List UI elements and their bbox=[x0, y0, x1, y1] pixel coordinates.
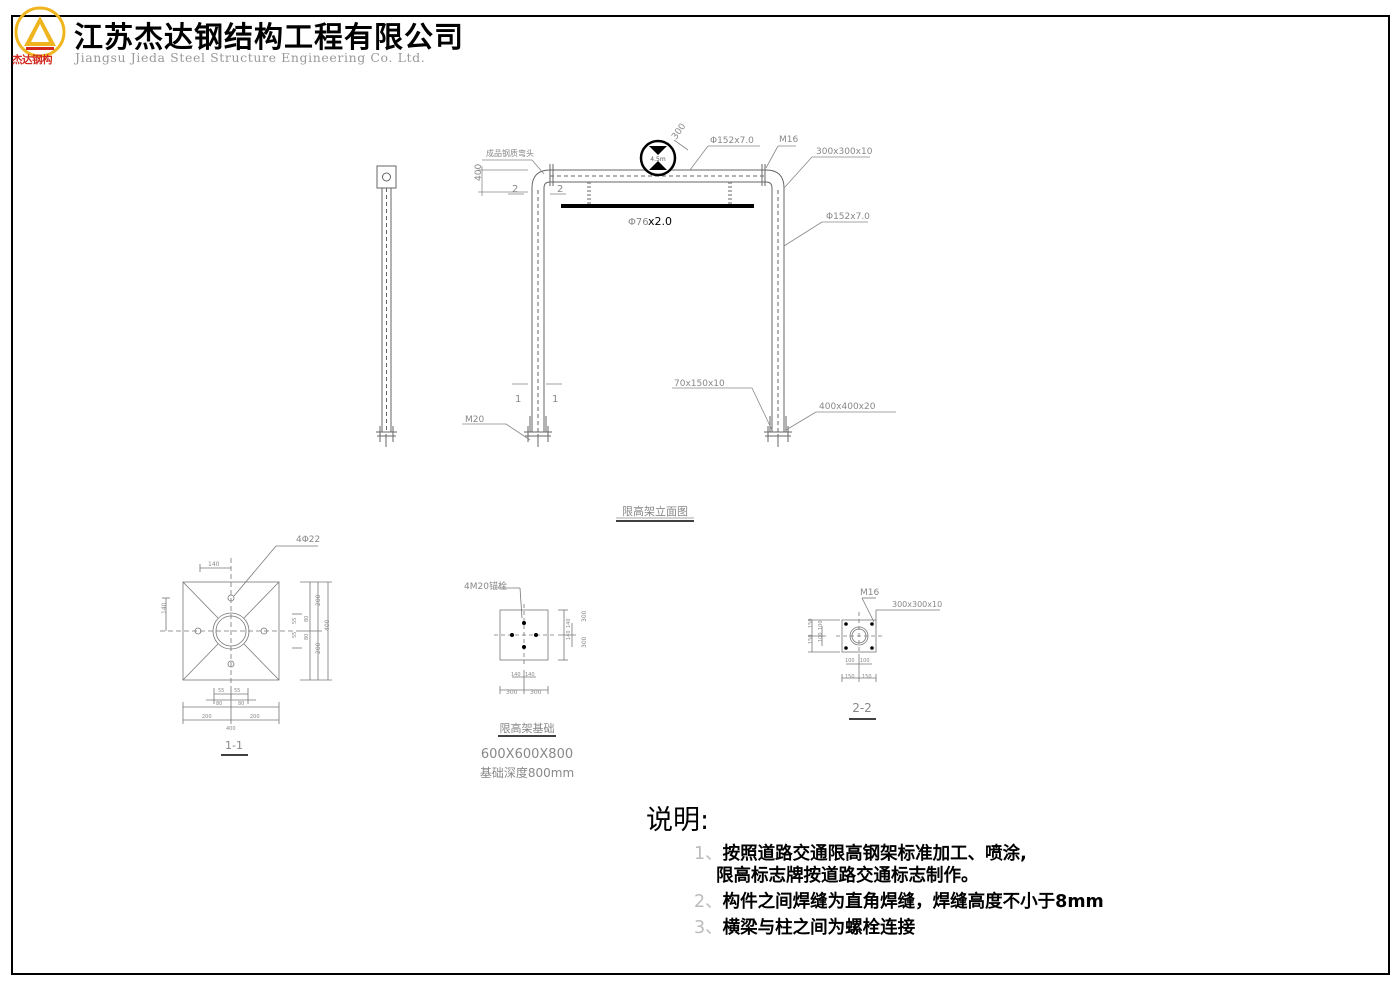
company-name-en: Jiangsu Jieda Steel Structure Engineerin… bbox=[75, 50, 426, 65]
note-1: 1、按照道路交通限高钢架标准加工、喷涂, bbox=[694, 840, 1027, 865]
label-bend-joint: 成品钢质弯头 bbox=[486, 148, 534, 158]
dim-300: 300 bbox=[670, 122, 688, 142]
dim-r-80b: 80 bbox=[304, 634, 310, 640]
label-bolt-top: M16 bbox=[779, 135, 798, 145]
elevation-title: 限高架立面图 bbox=[622, 504, 688, 518]
note-1-text: 按照道路交通限高钢架标准加工、喷涂, bbox=[722, 844, 1027, 864]
foundation-depth: 基础深度800mm bbox=[480, 765, 574, 780]
side-column bbox=[376, 165, 397, 447]
dim-r-80a: 80 bbox=[304, 616, 310, 622]
section-2-labels: M16 300x300x10 150 150 100 100 100 100 1… bbox=[808, 588, 942, 715]
section-mark-1a: 1 bbox=[515, 394, 521, 405]
dim-r-200a: 200 bbox=[315, 594, 322, 606]
dim-f-b-300a: 300 bbox=[506, 689, 518, 696]
label-hole: 4Φ22 bbox=[296, 535, 320, 545]
note-1-num: 1、 bbox=[694, 844, 723, 864]
dim-b-200a: 200 bbox=[202, 714, 212, 720]
section-1-plate bbox=[160, 545, 332, 724]
section-2-title: 2-2 bbox=[852, 701, 872, 715]
elevation-leaders bbox=[462, 139, 896, 441]
dim-b-80a: 80 bbox=[216, 701, 222, 707]
dim-b-400: 400 bbox=[226, 726, 236, 732]
dim-400: 400 bbox=[474, 164, 484, 181]
section-1-labels: 4Φ22 140 140 200 200 400 80 80 55 55 55 … bbox=[161, 535, 331, 752]
label-top-plate: 300x300x10 bbox=[816, 147, 873, 157]
height-limit-bar bbox=[561, 204, 754, 208]
notes-title: 说明: bbox=[646, 805, 710, 836]
dim-b-80b: 80 bbox=[238, 701, 244, 707]
label-section-2-plate: 300x300x10 bbox=[892, 600, 942, 609]
foundation-bolts bbox=[510, 621, 538, 649]
dim-r-200b: 200 bbox=[315, 642, 322, 654]
note-3: 3、横梁与柱之间为螺栓连接 bbox=[694, 914, 915, 939]
dim-f-b-140b: 140 bbox=[525, 672, 535, 678]
dim-s2-b-100b: 100 bbox=[860, 658, 870, 664]
foundation-size: 600X600X800 bbox=[481, 747, 573, 762]
dim-r-400: 400 bbox=[324, 619, 331, 631]
height-limit-sign-icon: 4.5m bbox=[639, 139, 677, 177]
company-logo-icon bbox=[14, 6, 66, 58]
section-mark-1b: 1 bbox=[552, 394, 558, 405]
dim-b-200b: 200 bbox=[250, 714, 260, 720]
dim-r-55b: 55 bbox=[292, 632, 298, 638]
label-sub-pipe-count: x2.0 bbox=[648, 215, 672, 228]
dim-f-r-300a: 300 bbox=[581, 610, 588, 622]
foundation-plan bbox=[494, 587, 576, 694]
dim-s2-l-100b: 100 bbox=[818, 632, 824, 642]
dim-f-b-140a: 140 bbox=[511, 672, 521, 678]
dim-r-55a: 55 bbox=[292, 618, 298, 624]
foundation-title: 限高架基础 bbox=[500, 721, 555, 735]
dim-left: 140 bbox=[161, 602, 168, 614]
sign-text: 4.5m bbox=[650, 156, 666, 163]
label-anchor: M20 bbox=[465, 415, 484, 425]
section-2-plate bbox=[808, 597, 940, 682]
dim-top: 140 bbox=[208, 561, 220, 568]
dim-f-r-300b: 300 bbox=[581, 636, 588, 648]
label-column-pipe: Φ152x7.0 bbox=[826, 212, 870, 222]
dim-s2-b-150a: 150 bbox=[845, 674, 855, 680]
section-mark-2b: 2 bbox=[557, 184, 563, 195]
label-beam-pipe: Φ152x7.0 bbox=[710, 136, 754, 146]
label-base-plate: 400x400x20 bbox=[819, 402, 876, 412]
note-1b-text: 限高标志牌按道路交通标志制作。 bbox=[716, 866, 979, 886]
elevation-labels: 成品钢质弯头 Φ152x7.0 M16 300x300x10 Φ152x7.0 … bbox=[465, 122, 876, 518]
dim-f-r-140a: 140 bbox=[566, 618, 572, 628]
dim-b-55b: 55 bbox=[234, 688, 240, 694]
dim-s2-b-150b: 150 bbox=[862, 674, 872, 680]
section-2-bolts bbox=[844, 622, 874, 650]
logo-text: 杰达钢构 bbox=[12, 54, 53, 66]
label-stiffener: 70x150x10 bbox=[674, 379, 725, 389]
label-foundation-bolts: 4M20锚栓 bbox=[464, 580, 507, 592]
dim-s2-l-100a: 100 bbox=[818, 620, 824, 630]
dim-s2-b-100a: 100 bbox=[845, 658, 855, 664]
dim-f-b-300b: 300 bbox=[530, 689, 542, 696]
note-2-num: 2、 bbox=[694, 892, 723, 912]
note-2: 2、构件之间焊缝为直角焊缝，焊缝高度不小于8mm bbox=[694, 888, 1104, 913]
label-section-2-bolt: M16 bbox=[860, 588, 879, 598]
section-mark-2a: 2 bbox=[512, 184, 518, 195]
elevation-frame bbox=[524, 164, 792, 447]
dim-s2-l-150b: 150 bbox=[808, 634, 814, 644]
note-2-text: 构件之间焊缝为直角焊缝，焊缝高度不小于8mm bbox=[722, 892, 1104, 912]
note-3-text: 横梁与柱之间为螺栓连接 bbox=[722, 918, 916, 938]
dim-f-r-140b: 140 bbox=[566, 630, 572, 640]
company-name-cn: 江苏杰达钢结构工程有限公司 bbox=[74, 20, 465, 54]
dim-s2-l-150a: 150 bbox=[808, 618, 814, 628]
note-3-num: 3、 bbox=[694, 918, 723, 938]
drawing-frame bbox=[11, 15, 1390, 975]
section-1-title: 1-1 bbox=[225, 739, 243, 752]
foundation-labels: 4M20锚栓 140 140 300 300 300 300 140 140 限… bbox=[464, 580, 588, 780]
dim-b-55a: 55 bbox=[218, 688, 224, 694]
note-1-continued: 限高标志牌按道路交通标志制作。 bbox=[716, 862, 979, 887]
label-sub-pipe: Φ76 bbox=[628, 217, 649, 228]
